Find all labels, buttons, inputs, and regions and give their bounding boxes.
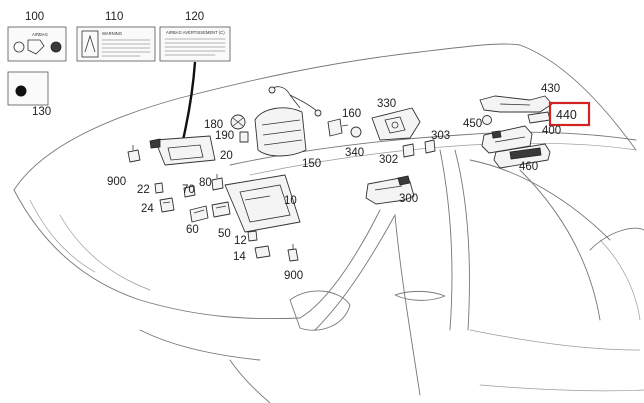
callout-labels: 100 110 120 130 180 190 20 900 22 24 70 … bbox=[25, 11, 577, 282]
label-60: 60 bbox=[186, 224, 199, 236]
label-100: 100 bbox=[25, 11, 44, 23]
label-190: 190 bbox=[215, 130, 234, 142]
label-10: 10 bbox=[284, 195, 297, 207]
label-160: 160 bbox=[342, 108, 361, 120]
bracket-430 bbox=[479, 95, 553, 113]
warning-sticker-text: WARNING bbox=[102, 31, 122, 36]
part-180 bbox=[230, 114, 246, 130]
label-130: 130 bbox=[32, 106, 51, 118]
clip-900-left bbox=[127, 145, 141, 163]
label-12: 12 bbox=[234, 235, 247, 247]
label-400: 400 bbox=[542, 125, 561, 137]
label-20: 20 bbox=[220, 150, 233, 162]
label-22: 22 bbox=[137, 184, 150, 196]
label-14: 14 bbox=[233, 251, 246, 263]
sticker-130 bbox=[7, 71, 49, 106]
label-70: 70 bbox=[182, 184, 195, 196]
label-150: 150 bbox=[302, 158, 321, 170]
label-900-right: 900 bbox=[284, 270, 303, 282]
label-110: 110 bbox=[105, 11, 123, 23]
label-440: 440 bbox=[556, 108, 577, 122]
label-180: 180 bbox=[204, 119, 223, 131]
highlight-box-440 bbox=[548, 101, 591, 127]
bracket-330 bbox=[371, 107, 421, 141]
clip-302 bbox=[402, 143, 415, 158]
airbag-sticker-text: AIRBAG bbox=[32, 32, 48, 37]
part-190 bbox=[239, 131, 249, 143]
label-120: 120 bbox=[185, 11, 204, 23]
label-430: 430 bbox=[541, 83, 560, 95]
part-14 bbox=[254, 245, 271, 259]
part-60 bbox=[189, 205, 209, 223]
warning-sticker-sub: AIRBAG AVERTISSEMENT (C) bbox=[166, 30, 225, 35]
overhead-unit-150 bbox=[254, 86, 322, 157]
part-12 bbox=[247, 230, 258, 242]
module-460 bbox=[493, 143, 551, 169]
part-24 bbox=[159, 197, 175, 213]
sun-visor-right bbox=[224, 174, 301, 233]
label-24: 24 bbox=[141, 203, 154, 215]
label-450: 450 bbox=[463, 118, 482, 130]
label-50: 50 bbox=[218, 228, 231, 240]
part-80 bbox=[211, 174, 224, 191]
label-300: 300 bbox=[399, 193, 418, 205]
label-340: 340 bbox=[345, 147, 364, 159]
part-70 bbox=[183, 185, 196, 198]
part-160 bbox=[327, 118, 349, 137]
label-330: 330 bbox=[377, 98, 396, 110]
leader-120 bbox=[181, 61, 197, 141]
sticker-100: AIRBAG bbox=[7, 26, 67, 62]
clip-900-right bbox=[287, 244, 299, 262]
part-22 bbox=[154, 182, 164, 194]
label-80: 80 bbox=[199, 177, 212, 189]
label-460: 460 bbox=[519, 161, 538, 173]
label-900-left: 900 bbox=[107, 176, 126, 188]
clip-303 bbox=[424, 139, 436, 154]
part-50 bbox=[211, 201, 231, 218]
part-440 bbox=[527, 111, 551, 124]
sticker-110: WARNING bbox=[76, 26, 156, 62]
grab-handle-300 bbox=[365, 175, 415, 205]
car-body-outline bbox=[13, 43, 644, 403]
sun-visor-left bbox=[149, 135, 216, 166]
label-303: 303 bbox=[431, 130, 450, 142]
label-302: 302 bbox=[379, 154, 398, 166]
part-340 bbox=[350, 126, 362, 138]
sticker-120: AIRBAG AVERTISSEMENT (C) bbox=[159, 26, 231, 62]
part-450 bbox=[482, 115, 492, 125]
